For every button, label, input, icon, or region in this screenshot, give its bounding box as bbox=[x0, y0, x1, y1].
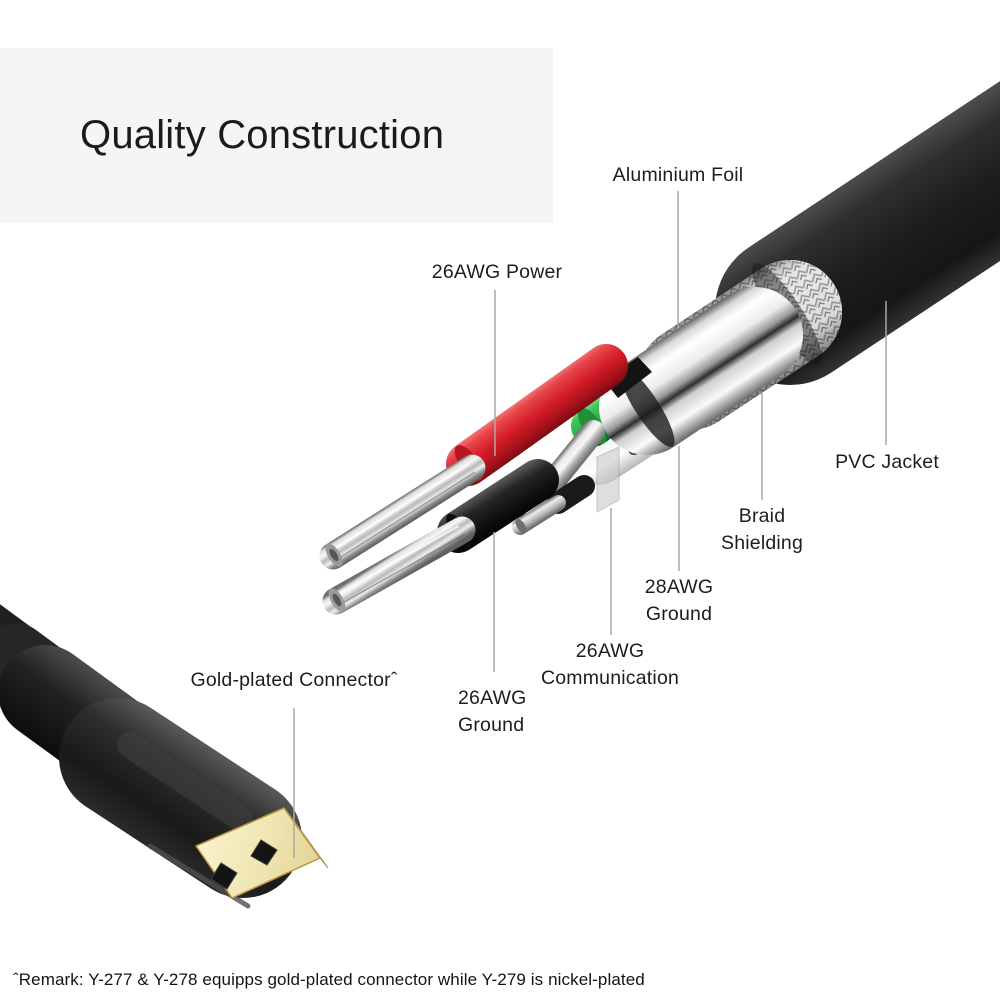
mylar-film bbox=[596, 446, 620, 513]
title-panel: Quality Construction bbox=[0, 48, 553, 223]
label-gold-connector: Gold-plated Connectorˆ bbox=[190, 669, 398, 691]
label-26awg-communication: 26AWG Communication bbox=[540, 640, 680, 689]
shell-hole-2 bbox=[250, 839, 278, 866]
companion-strand bbox=[512, 475, 595, 535]
label-26awg-power: 26AWG Power bbox=[431, 261, 563, 283]
pvc-jacket bbox=[715, 81, 1000, 385]
ground-wire-26awg bbox=[322, 459, 559, 615]
label-pvc-jacket: PVC Jacket bbox=[835, 451, 939, 473]
label-braid-shielding: Braid Shielding bbox=[720, 505, 804, 554]
shell-hole-1 bbox=[210, 862, 238, 890]
inner-shadow bbox=[604, 357, 652, 398]
power-wire-26awg bbox=[319, 344, 628, 570]
usb-connector bbox=[0, 604, 329, 909]
page-title: Quality Construction bbox=[80, 113, 445, 157]
label-28awg-ground: 28AWG Ground bbox=[644, 576, 714, 625]
cable-cutaway bbox=[319, 81, 1000, 615]
label-26awg-ground: 26AWG Ground bbox=[458, 687, 527, 736]
connector-body bbox=[59, 698, 302, 898]
aluminium-foil bbox=[599, 287, 803, 455]
remark-footnote: ˆRemark: Y-277 & Y-278 equipps gold-plat… bbox=[13, 970, 645, 989]
label-aluminium-foil: Aluminium Foil bbox=[612, 164, 744, 186]
connector-body-highlight bbox=[117, 732, 253, 831]
callout-lines bbox=[293, 191, 887, 858]
